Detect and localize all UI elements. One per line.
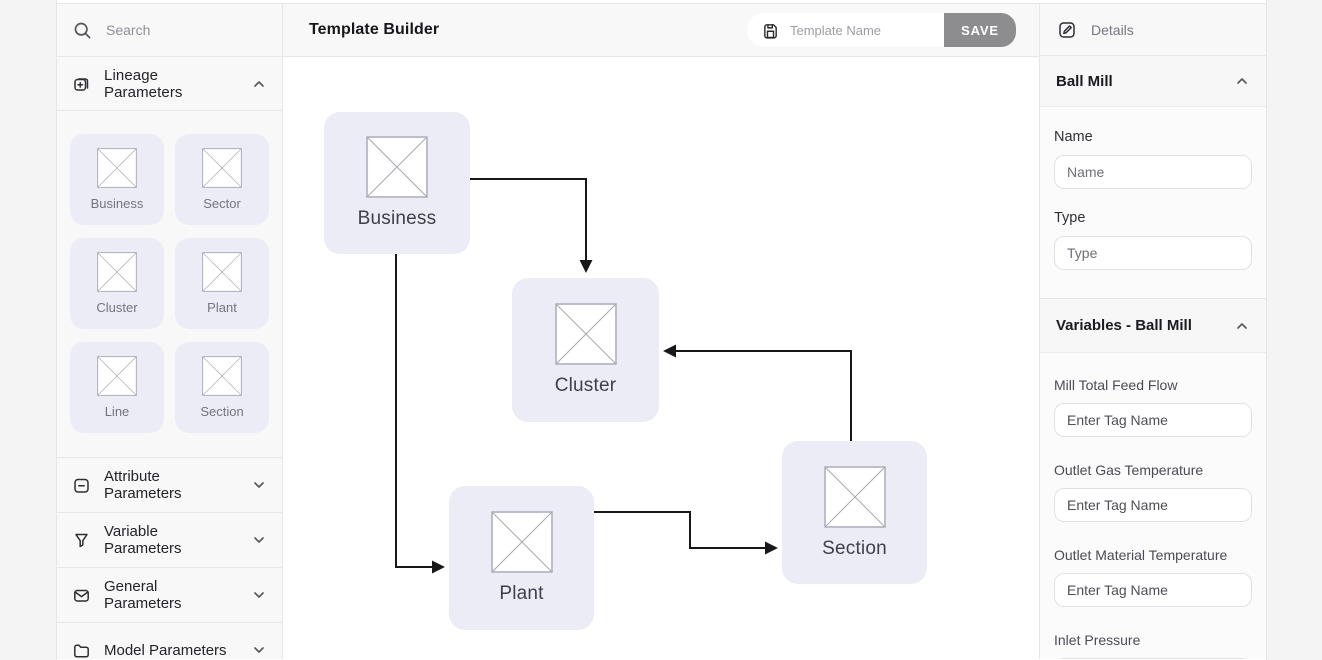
search-icon <box>73 21 92 40</box>
lineage-tile-plant[interactable]: Plant <box>175 238 269 329</box>
node-label: Business <box>357 208 437 229</box>
name-input[interactable] <box>1054 155 1252 189</box>
image-placeholder-icon <box>202 148 242 188</box>
template-name-field <box>747 13 944 47</box>
tile-label: Line <box>104 404 130 419</box>
edge-plant-to-section <box>594 511 778 555</box>
lineage-tile-section[interactable]: Section <box>175 342 269 433</box>
details-title: Details <box>1091 21 1134 38</box>
variable-tag-input-outlet-material-temperature[interactable] <box>1054 573 1252 607</box>
node-label: Plant <box>499 583 544 604</box>
lineage-tile-business[interactable]: Business <box>70 134 164 225</box>
canvas-node-section[interactable]: Section <box>782 441 927 584</box>
canvas-node-plant[interactable]: Plant <box>449 486 594 630</box>
image-placeholder-icon <box>823 465 886 528</box>
image-placeholder-icon <box>97 252 137 292</box>
sidebar-section-label: General Parameters <box>104 578 182 612</box>
type-input[interactable] <box>1054 236 1252 270</box>
sidebar-section-label: Variable Parameters <box>104 523 182 557</box>
sidebar-section-label: Lineage Parameters <box>104 66 183 101</box>
variable-parameters-icon <box>72 531 91 550</box>
variables-section: Mill Total Feed Flow Outlet Gas Temperat… <box>1040 353 1266 659</box>
template-name-input[interactable] <box>788 21 928 39</box>
canvas-node-business[interactable]: Business <box>324 112 470 254</box>
parameters-sidebar: Lineage Parameters Business Sector Clust… <box>57 4 283 659</box>
chevron-up-icon[interactable] <box>1234 318 1250 334</box>
sidebar-section-lineage-parameters[interactable]: Lineage Parameters <box>57 57 282 111</box>
canvas-header: Template Builder SAVE <box>283 4 1039 57</box>
sidebar-section-attribute-parameters[interactable]: Attribute Parameters <box>57 458 282 513</box>
top-strip <box>57 0 1266 4</box>
general-parameters-icon <box>72 586 91 605</box>
variable-label: Outlet Gas Temperature <box>1054 462 1204 478</box>
image-placeholder-icon <box>490 511 553 573</box>
save-disk-icon <box>762 22 779 39</box>
chevron-down-icon[interactable] <box>251 477 267 493</box>
lineage-parameters-icon <box>72 74 91 93</box>
sidebar-section-label: Attribute Parameters <box>104 468 182 502</box>
selected-node-title: Ball Mill <box>1056 72 1113 90</box>
field-label-name: Name <box>1054 129 1093 145</box>
page-title: Template Builder <box>309 21 440 38</box>
node-fields-section: Name Type <box>1040 107 1266 298</box>
variable-tag-input-inlet-pressure[interactable] <box>1054 658 1252 659</box>
canvas-node-cluster[interactable]: Cluster <box>512 278 659 422</box>
image-placeholder-icon <box>202 356 242 396</box>
node-label: Cluster <box>554 375 617 396</box>
attribute-parameters-icon <box>72 476 91 495</box>
variable-tag-input-outlet-gas-temperature[interactable] <box>1054 488 1252 522</box>
template-builder-app: Lineage Parameters Business Sector Clust… <box>56 0 1267 660</box>
node-label: Section <box>822 537 887 559</box>
search-input[interactable] <box>104 21 254 39</box>
field-label-type: Type <box>1054 210 1086 226</box>
model-parameters-icon <box>72 641 91 660</box>
image-placeholder-icon <box>554 303 617 365</box>
lineage-tiles-grid: Business Sector Cluster Plant Line <box>57 111 282 458</box>
diagram-canvas[interactable]: Business Cluster Plant Section <box>283 57 1039 659</box>
details-header: Details <box>1040 4 1266 56</box>
sidebar-section-general-parameters[interactable]: General Parameters <box>57 568 282 623</box>
image-placeholder-icon <box>97 148 137 188</box>
sidebar-section-variable-parameters[interactable]: Variable Parameters <box>57 513 282 568</box>
chevron-down-icon[interactable] <box>251 532 267 548</box>
lineage-tile-line[interactable]: Line <box>70 342 164 433</box>
variable-label: Outlet Material Temperature <box>1054 547 1228 563</box>
variables-section-header[interactable]: Variables - Ball Mill <box>1040 298 1266 353</box>
lineage-tile-sector[interactable]: Sector <box>175 134 269 225</box>
edge-business-to-cluster <box>470 178 593 273</box>
chevron-down-icon[interactable] <box>251 642 267 658</box>
sidebar-section-model-parameters[interactable]: Model Parameters <box>57 623 282 659</box>
selected-node-section-header[interactable]: Ball Mill <box>1040 56 1266 107</box>
edge-section-to-cluster <box>663 344 852 441</box>
image-placeholder-icon <box>202 252 242 292</box>
edit-icon <box>1057 20 1077 40</box>
lineage-tile-cluster[interactable]: Cluster <box>70 238 164 329</box>
sidebar-section-label: Model Parameters <box>104 641 227 659</box>
edge-business-to-plant <box>395 254 445 574</box>
image-placeholder-icon <box>97 356 137 396</box>
tile-label: Plant <box>207 300 237 315</box>
sidebar-search <box>57 4 282 57</box>
chevron-down-icon[interactable] <box>251 587 267 603</box>
builder-center: Template Builder SAVE <box>283 4 1039 659</box>
chevron-up-icon[interactable] <box>251 76 267 92</box>
tile-label: Business <box>90 196 144 211</box>
tile-label: Cluster <box>96 300 138 315</box>
chevron-up-icon[interactable] <box>1234 73 1250 89</box>
variable-label: Mill Total Feed Flow <box>1054 377 1178 393</box>
variable-label: Inlet Pressure <box>1054 632 1141 648</box>
details-panel: Details Ball Mill Name Type Variables - … <box>1039 4 1266 659</box>
image-placeholder-icon <box>366 136 428 198</box>
tile-label: Sector <box>203 196 241 211</box>
tile-label: Section <box>200 404 244 419</box>
save-button[interactable]: SAVE <box>944 13 1016 47</box>
variable-tag-input-mill-total-feed-flow[interactable] <box>1054 403 1252 437</box>
variables-title: Variables - Ball Mill <box>1056 317 1192 334</box>
